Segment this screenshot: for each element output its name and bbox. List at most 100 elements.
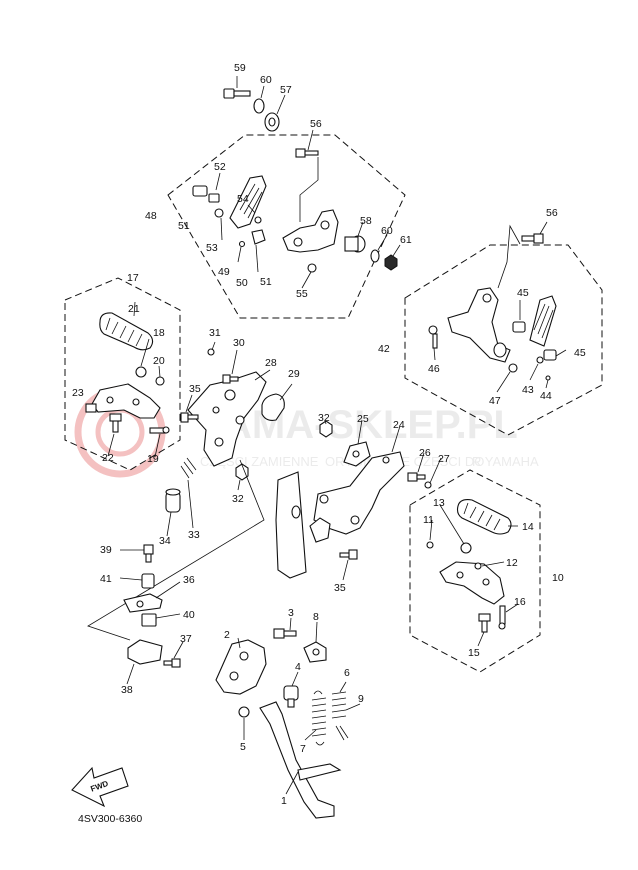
bolt-15: [478, 613, 491, 633]
callout-20: 20: [153, 355, 165, 367]
group-outlines: [64, 134, 603, 673]
callout-32b: 32: [232, 493, 244, 505]
callout-34: 34: [159, 535, 171, 547]
callout-31: 31: [209, 327, 221, 339]
bolt-46-shank: [432, 333, 438, 349]
spring-18: [135, 366, 147, 378]
rear-footrest-right-assembly: [428, 221, 567, 393]
callout-14: 14: [522, 521, 534, 533]
fwd-arrow-icon: FWD: [71, 766, 129, 808]
pin-44: [545, 375, 551, 381]
collar-34: [165, 488, 181, 513]
group-42-outline: [404, 244, 603, 436]
group-48-outline: [167, 134, 406, 319]
bolt-39: [143, 544, 154, 563]
sidestand-foot: [297, 763, 342, 781]
callout-46: 46: [428, 363, 440, 375]
bolt-56b: [521, 233, 544, 244]
bolt-54: [254, 216, 262, 224]
callout-58: 58: [360, 215, 372, 227]
callout-50: 50: [236, 277, 248, 289]
callout-47: 47: [489, 395, 501, 407]
callout-15: 15: [468, 647, 480, 659]
callout-39: 39: [100, 544, 112, 556]
bracket-25: [343, 441, 371, 467]
footrest-bracket-right-assembly: [275, 419, 442, 581]
callout-61: 61: [400, 234, 412, 246]
bolt-3: [273, 628, 297, 639]
callout-42: 42: [378, 343, 390, 355]
callout-40: 40: [183, 609, 195, 621]
callout-32a: 32: [318, 412, 330, 424]
callout-57: 57: [280, 84, 292, 96]
callout-45b: 45: [574, 347, 586, 359]
footrest-bracket: [282, 209, 339, 253]
collar-58: [344, 235, 366, 253]
footrest-arm: [91, 383, 161, 419]
callout-16: 16: [514, 596, 526, 608]
callout-18: 18: [153, 327, 165, 339]
spring-7: [311, 690, 327, 746]
callout-49: 49: [218, 266, 230, 278]
washer-60b: [370, 249, 380, 263]
pin-43: [536, 356, 544, 364]
bolt-30: [222, 374, 239, 384]
nut-5: [238, 706, 250, 718]
callout-7: 7: [300, 743, 306, 755]
bolt-56: [295, 148, 319, 158]
guard-29: [261, 393, 285, 421]
part-53: [208, 193, 220, 203]
bolt-35-right: [339, 549, 358, 560]
watermark-brand: R YAMAHA: [472, 454, 539, 469]
callout-37: 37: [180, 633, 192, 645]
callout-28: 28: [265, 357, 277, 369]
callout-24: 24: [393, 419, 405, 431]
callout-9: 9: [358, 693, 364, 705]
callout-8: 8: [313, 611, 319, 623]
bolt-23: [85, 403, 97, 413]
footrest-arm-right: [439, 561, 505, 605]
part-51-top: [192, 185, 208, 197]
callout-33: 33: [188, 529, 200, 541]
part-45b: [543, 349, 557, 361]
bolt-4: [283, 685, 299, 708]
part-51-bottom: [251, 229, 266, 245]
front-footrest-left-assembly: [85, 301, 170, 458]
group-17-outline: [64, 277, 181, 471]
part-40: [141, 613, 157, 627]
pin-27: [424, 481, 432, 489]
callout-5: 5: [240, 741, 246, 753]
bracket-2: [215, 639, 267, 695]
pin-11: [426, 541, 434, 549]
sidestand-assembly: [215, 617, 361, 819]
callout-51b: 51: [260, 276, 272, 288]
nut-32b: [319, 420, 333, 438]
bolt-59: [223, 88, 251, 99]
footrest-rubber-14: [456, 499, 512, 535]
callout-10: 10: [552, 572, 564, 584]
part-45a: [512, 321, 526, 333]
rear-footrest-left-assembly: [192, 76, 401, 289]
bolt-37: [163, 658, 181, 668]
callout-27: 27: [438, 453, 450, 465]
callout-29: 29: [288, 368, 300, 380]
callout-12: 12: [506, 557, 518, 569]
nut-32: [235, 463, 249, 481]
callout-1: 1: [281, 795, 287, 807]
callout-44: 44: [540, 390, 552, 402]
callout-59: 59: [234, 62, 246, 74]
ball-20: [155, 376, 165, 386]
callout-36: 36: [183, 574, 195, 586]
callout-60b: 60: [381, 225, 393, 237]
callout-17: 17: [127, 272, 139, 284]
callout-48: 48: [145, 210, 157, 222]
callout-2: 2: [224, 629, 230, 641]
callout-19: 19: [147, 453, 159, 465]
footrest-rubber-21: [99, 312, 154, 351]
callout-52: 52: [214, 161, 226, 173]
callout-4: 4: [295, 661, 301, 673]
footrest-bracket-left-assembly: [87, 341, 293, 641]
callout-60: 60: [260, 74, 272, 86]
callout-13: 13: [433, 497, 445, 509]
bolt-35-left: [180, 412, 199, 423]
